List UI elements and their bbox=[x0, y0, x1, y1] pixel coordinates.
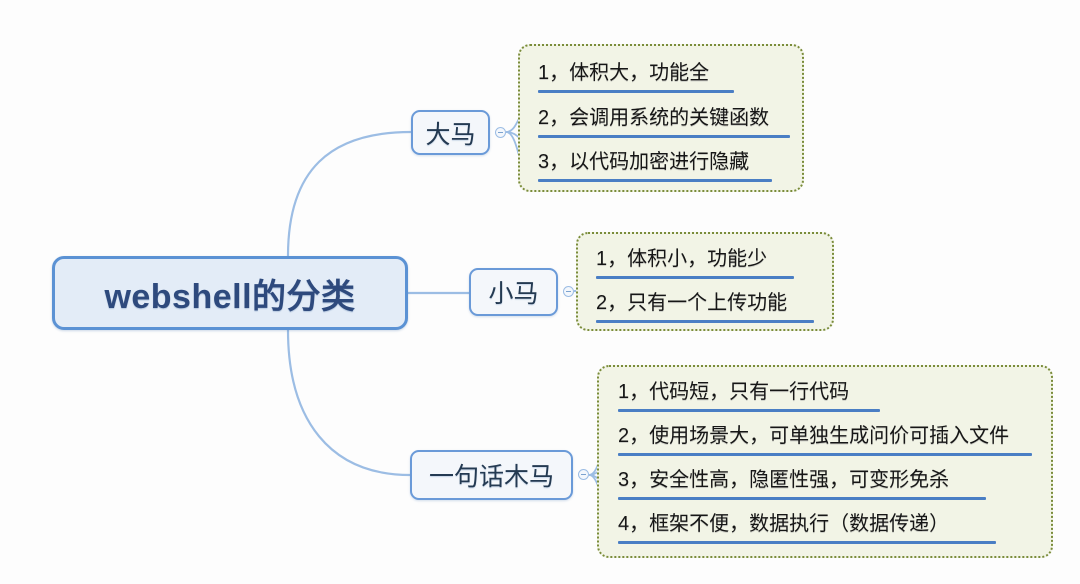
root-node[interactable]: webshell的分类 bbox=[52, 256, 408, 330]
branch-node-yi-ju-hua-mu-ma[interactable]: 一句话木马 bbox=[410, 450, 573, 500]
detail-group-yi-ju-hua-mu-ma: 1，代码短，只有一行代码 2，使用场景大，可单独生成问价可插入文件 3，安全性高… bbox=[597, 365, 1053, 558]
list-item-text: 2，会调用系统的关键函数 bbox=[538, 107, 770, 129]
list-item-text: 1，体积小，功能少 bbox=[596, 248, 768, 270]
list-item-text: 1，代码短，只有一行代码 bbox=[618, 381, 850, 403]
minus-icon bbox=[566, 291, 571, 292]
item-underline bbox=[538, 179, 772, 182]
list-item: 4，框架不便，数据执行（数据传递） bbox=[618, 509, 996, 544]
list-item-text: 3，以代码加密进行隐藏 bbox=[538, 151, 750, 173]
item-underline bbox=[596, 276, 794, 279]
root-node-label: webshell的分类 bbox=[104, 277, 356, 316]
branch-node-label: 一句话木马 bbox=[428, 463, 554, 491]
item-underline bbox=[618, 541, 996, 544]
item-underline bbox=[618, 497, 986, 500]
collapse-toggle-da-ma[interactable] bbox=[495, 127, 506, 138]
list-item: 1，代码短，只有一行代码 bbox=[618, 377, 880, 412]
detail-group-da-ma: 1，体积大，功能全 2，会调用系统的关键函数 3，以代码加密进行隐藏 bbox=[518, 44, 804, 192]
collapse-toggle-xiao-ma[interactable] bbox=[563, 286, 574, 297]
branch-node-label: 大马 bbox=[425, 120, 476, 149]
list-item-text: 1，体积大，功能全 bbox=[538, 62, 710, 84]
list-item-text: 4，框架不便，数据执行（数据传递） bbox=[618, 513, 950, 535]
list-item-text: 2，使用场景大，可单独生成问价可插入文件 bbox=[618, 425, 1010, 447]
item-underline bbox=[618, 409, 880, 412]
list-item-text: 3，安全性高，隐匿性强，可变形免杀 bbox=[618, 469, 950, 491]
list-item: 3，以代码加密进行隐藏 bbox=[538, 147, 772, 182]
list-item: 2，只有一个上传功能 bbox=[596, 288, 814, 323]
list-item: 2，会调用系统的关键函数 bbox=[538, 103, 790, 138]
list-item: 2，使用场景大，可单独生成问价可插入文件 bbox=[618, 421, 1032, 456]
item-underline bbox=[618, 453, 1032, 456]
minus-icon bbox=[581, 474, 586, 475]
item-underline bbox=[596, 320, 814, 323]
list-item-text: 2，只有一个上传功能 bbox=[596, 292, 788, 314]
item-underline bbox=[538, 135, 790, 138]
minus-icon bbox=[498, 132, 503, 133]
branch-node-xiao-ma[interactable]: 小马 bbox=[469, 268, 558, 316]
item-underline bbox=[538, 90, 734, 93]
list-item: 1，体积大，功能全 bbox=[538, 58, 734, 93]
list-item: 1，体积小，功能少 bbox=[596, 244, 794, 279]
collapse-toggle-yi-ju-hua-mu-ma[interactable] bbox=[578, 469, 589, 480]
branch-node-da-ma[interactable]: 大马 bbox=[411, 110, 490, 155]
detail-group-xiao-ma: 1，体积小，功能少 2，只有一个上传功能 bbox=[576, 232, 834, 331]
list-item: 3，安全性高，隐匿性强，可变形免杀 bbox=[618, 465, 986, 500]
branch-node-label: 小马 bbox=[488, 280, 539, 308]
